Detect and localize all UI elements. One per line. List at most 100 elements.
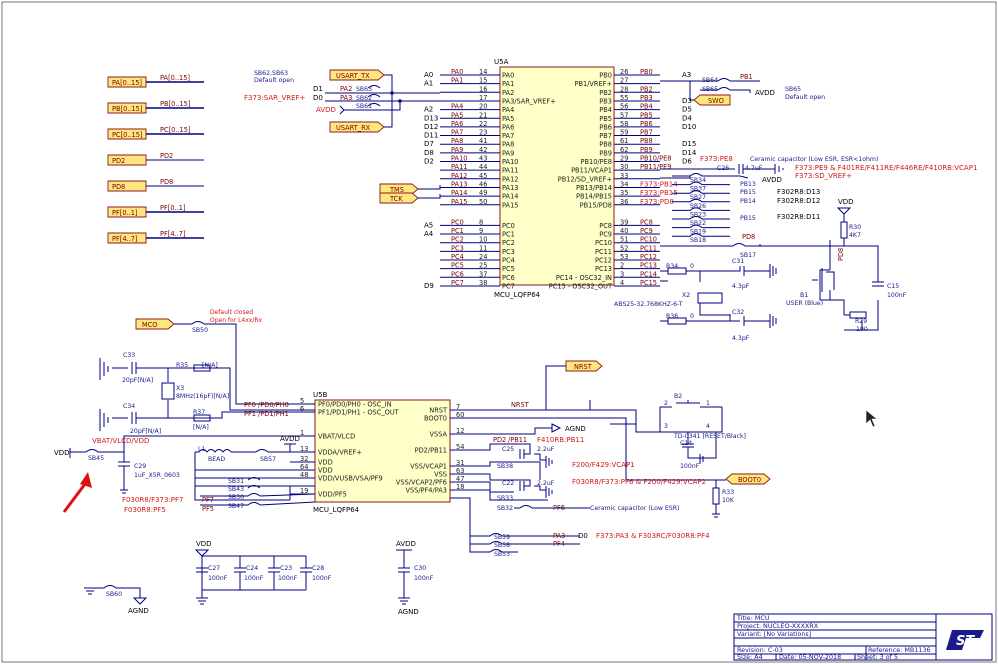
pb15-net: PB15 [740, 189, 756, 196]
u5a-right-pin-3: 55 [620, 94, 628, 102]
u5a-right-ard-10: D6 [682, 158, 692, 166]
u5a-right-pin-14: 35 [620, 189, 628, 197]
u5a-left-net-18: PC2 [451, 236, 464, 244]
x2-value: ABS25-32.768KHZ-6-T [614, 301, 683, 308]
sb62-label: SB62 [356, 95, 372, 102]
pb15b-net: PB15 [740, 215, 756, 222]
u5a-right-pin-22: 3 [620, 270, 624, 278]
u5b-right-label-4: VSS/VCAP1 [410, 463, 447, 471]
nrst-port [565, 360, 603, 372]
u5a-left-pin-3: 17 [479, 94, 487, 102]
u5b-left-label-2: VBAT/VLCD [318, 433, 355, 441]
f373-sar-label: F373:SAR_VREF+ [244, 94, 306, 102]
c29-value: 1uF_X5R_0603 [134, 472, 180, 479]
vcap-caps [519, 449, 553, 498]
usart-rx-label: USART_RX [336, 124, 371, 132]
u5a-right-label-20: PC12 [595, 257, 612, 265]
u5a-left-net-23: PC7 [451, 279, 464, 287]
u5a-right-ard-4: D5 [682, 106, 692, 114]
osc32-wires [660, 266, 770, 326]
c14-label: C14 [680, 440, 692, 447]
title-block-sheet: Sheet: 3 of 5 [857, 653, 898, 661]
u5a-right-net-10: PB10/PE8 [640, 155, 671, 163]
u5a-left-net-1: PA1 [451, 77, 463, 85]
u5b-left-pin-5: 64 [300, 463, 308, 471]
u5a-left-label-19: PC3 [502, 248, 515, 256]
sb31-label: SB31 [228, 478, 244, 485]
avdd-arrow [339, 105, 345, 115]
c28-label: C28 [312, 565, 324, 572]
osc32-grounds [769, 264, 777, 328]
nrst-boot-wires [450, 365, 708, 481]
u5b-left-label-6: VDD/VUSB/VSA/PF9 [318, 475, 383, 483]
u5a-left-ard-0: A0 [424, 71, 433, 79]
u5b-left-pin-0: 5 [300, 397, 304, 405]
u5b-left-label-0: PF0/PD0/PH0 - OSC_IN [318, 401, 392, 409]
u5a-left-net-21: PC5 [451, 262, 464, 270]
sb50-label: SB50 [192, 327, 208, 334]
c30-value: 100nF [414, 575, 434, 582]
title-block-reference: Reference: MB1136 [868, 646, 931, 654]
u5a-left-net-16: PC0 [451, 218, 464, 226]
port-flag-0 [107, 76, 147, 88]
u5a-left-pin-22: 37 [479, 270, 487, 278]
u5a-right-pin-4: 56 [620, 103, 628, 111]
u5a-left-label-1: PA1 [502, 80, 514, 88]
mco-wire [174, 321, 315, 405]
c25-label: C25 [502, 446, 514, 453]
pd8-vlabel: PD8 [837, 248, 845, 261]
u5a-left-net-11: PA11 [451, 163, 467, 171]
mcu-u5b-ref: U5B [313, 391, 328, 399]
sb45-label: SB45 [88, 455, 104, 462]
c30-label: C30 [414, 565, 426, 572]
c22-label: C22 [502, 480, 514, 487]
swd-ports: TMS TCK [379, 183, 441, 204]
sb58-label: SB58 [494, 542, 510, 549]
u5b-left-pin-1: 6 [300, 405, 304, 413]
f302-d11-label: F302R8:D11 [777, 213, 820, 221]
sb61-label: SB61 [356, 103, 372, 110]
swo-cluster: SB64 SB65 PB1 AVDD SB65 Default open SWO [660, 73, 825, 106]
c34-value: 20pF[N/A] [130, 428, 161, 435]
port-net-5: PF[0..1] [160, 204, 186, 212]
d0-label: D0 [313, 94, 323, 102]
usart-rx-port [329, 121, 385, 133]
f200-vcap1-label: F200/F429:VCAP1 [572, 461, 635, 469]
c22-value: 2.2uF [537, 480, 555, 487]
x3-value: 8MHz(16pF)[N/A] [176, 393, 229, 400]
sb32-label: SB32 [497, 505, 513, 512]
st-logo-shape [946, 630, 984, 650]
u5a-right-net-18: PC10 [640, 236, 657, 244]
x2-label: X2 [682, 292, 690, 299]
u5a-left-label-16: PC0 [502, 222, 515, 230]
u5a-left-net-4: PA4 [451, 103, 463, 111]
u5a-right-net-2: PB2 [640, 85, 653, 93]
u5b-right-label-2: VSSA [429, 431, 447, 439]
u5a-right-net-22: PC14 [640, 270, 657, 278]
u5a-right-net-5: PB5 [640, 111, 653, 119]
u5a-left-pin-20: 24 [479, 253, 487, 261]
u5a-right-pin-1: 27 [620, 77, 628, 85]
u5b-left-pin-6: 48 [300, 471, 308, 479]
c25-value: 2.2uF [537, 446, 555, 453]
u5a-left-label-20: PC4 [502, 257, 515, 265]
sb53-label: SB53 [494, 551, 510, 558]
r33-label: R33 [722, 489, 734, 496]
u5a-right-label-4: PB4 [599, 106, 612, 114]
u5a-left-ard-8: D7 [424, 140, 434, 148]
b2-pin1: 1 [706, 400, 710, 407]
u5a-right-pin-13: 34 [620, 180, 628, 188]
u5a-right-ard-6: D10 [682, 123, 696, 131]
u5a-right-label-5: PB5 [599, 115, 612, 123]
avdd-b-label: AVDD [396, 540, 416, 548]
r30-body [840, 221, 848, 239]
port-flag-5 [107, 206, 147, 218]
mcu-u5a-part: MCU_LQFP64 [494, 291, 541, 299]
red-arrow-shaft [62, 479, 90, 513]
u5b-right-pin-6: 47 [456, 475, 464, 483]
u5a-right-pin-21: 2 [620, 262, 624, 270]
b2-reset-wires [659, 400, 723, 464]
port-flag-label-1: PB[0..15] [112, 105, 142, 113]
c27-label: C27 [208, 565, 220, 572]
u5a-left-net-9: PA9 [451, 146, 463, 154]
